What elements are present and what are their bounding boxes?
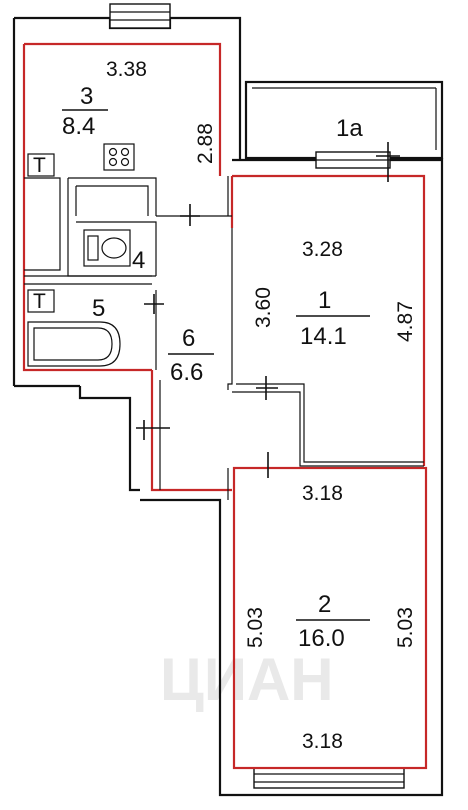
room2-area: 16.0 xyxy=(298,625,345,652)
kitchen-number: 3 xyxy=(80,83,93,110)
stove-icon xyxy=(103,143,135,171)
riser-mark: T xyxy=(33,154,46,177)
room2-outline xyxy=(232,466,428,770)
toilet-icon xyxy=(83,229,131,267)
kitchen-length: 2.88 xyxy=(194,123,217,164)
kitchen-window xyxy=(109,3,171,29)
room2-top-width: 3.18 xyxy=(302,482,343,505)
kitchen-width: 3.38 xyxy=(106,58,147,81)
room1-left-length: 3.60 xyxy=(252,287,275,328)
balcony-number: 1a xyxy=(336,115,363,142)
room2-left-length: 5.03 xyxy=(244,607,267,648)
interior-walls xyxy=(24,176,424,500)
room2-window xyxy=(253,767,405,789)
bath-riser-box xyxy=(27,289,55,313)
fixtures xyxy=(27,143,135,367)
labels: 3.38 3 8.4 2.88 T 1a 4 T 5 3.28 3.60 1 1… xyxy=(33,58,417,753)
riser-box xyxy=(27,153,55,177)
wc-number: 4 xyxy=(132,247,145,274)
room2-right-length: 5.03 xyxy=(394,607,417,648)
bath-number: 5 xyxy=(92,295,105,322)
hall-number: 6 xyxy=(182,325,195,352)
room1-area: 14.1 xyxy=(300,323,347,350)
bathtub-icon xyxy=(27,321,121,367)
room1-right-length: 4.87 xyxy=(394,301,417,342)
kitchen-area: 8.4 xyxy=(62,113,95,140)
room-outlines xyxy=(22,42,428,770)
door-marks xyxy=(136,142,400,478)
hall-area: 6.6 xyxy=(170,359,203,386)
room1-number: 1 xyxy=(318,287,331,314)
windows xyxy=(109,3,405,789)
watermark: ЦИАН xyxy=(160,646,334,713)
bath-riser-mark: T xyxy=(33,290,46,313)
room2-number: 2 xyxy=(318,591,331,618)
room1-width: 3.28 xyxy=(302,238,343,261)
room2-bottom-width: 3.18 xyxy=(302,730,343,753)
